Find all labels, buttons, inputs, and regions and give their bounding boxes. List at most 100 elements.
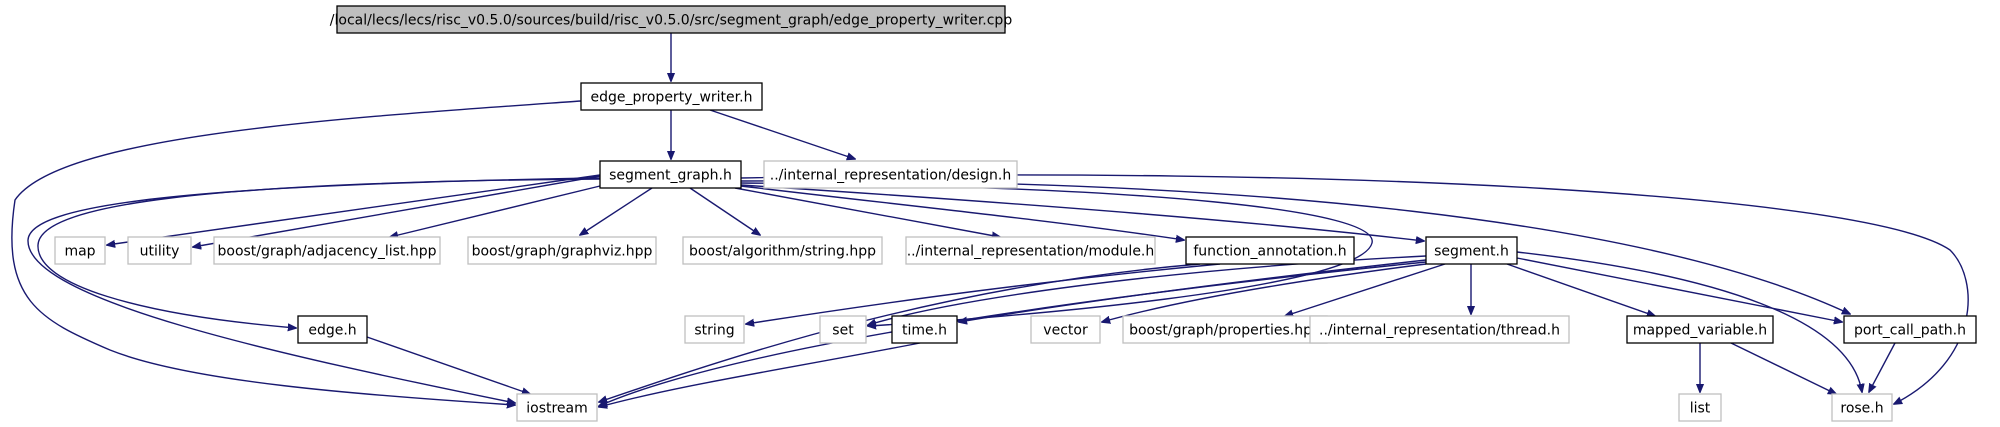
edge-segment-graph-h-to-rose-h bbox=[740, 174, 1969, 404]
node-box-module-h bbox=[905, 236, 1156, 265]
edge-segment-h-to-set bbox=[868, 255, 1427, 325]
node-design-h: ../internal_representation/design.h bbox=[763, 160, 1018, 189]
edge-segment-graph-h-to-graphviz-hpp bbox=[580, 187, 653, 235]
node-thread-h: ../internal_representation/thread.h bbox=[1309, 315, 1570, 344]
node-box-root bbox=[336, 5, 1006, 34]
node-edge-property-writer-h[interactable]: edge_property_writer.h bbox=[580, 82, 763, 111]
node-label-thread-h: ../internal_representation/thread.h bbox=[1319, 323, 1560, 339]
node-vector: vector bbox=[1030, 315, 1101, 344]
node-label-map: map bbox=[64, 244, 95, 260]
node-box-adjacency-list-hpp bbox=[213, 236, 441, 265]
node-box-rose-h bbox=[1831, 393, 1893, 422]
edge-time-h-to-iostream bbox=[599, 342, 921, 407]
node-label-list: list bbox=[1690, 401, 1711, 417]
edge-function-annotation-h-to-string bbox=[746, 263, 1221, 324]
edge-segment-graph-h-to-function-annotation-h bbox=[740, 185, 1184, 240]
node-label-function-annotation-h: function_annotation.h bbox=[1193, 244, 1346, 260]
node-label-edge-property-writer-h: edge_property_writer.h bbox=[591, 90, 753, 106]
node-edge-h[interactable]: edge.h bbox=[297, 315, 368, 344]
edge-segment-h-to-iostream bbox=[599, 261, 1427, 406]
node-function-annotation-h[interactable]: function_annotation.h bbox=[1185, 236, 1355, 265]
node-label-set: set bbox=[832, 323, 854, 339]
node-label-module-h: ../internal_representation/module.h bbox=[907, 244, 1155, 260]
node-label-edge-h: edge.h bbox=[308, 323, 356, 339]
node-box-string-hpp bbox=[682, 236, 883, 265]
edge-segment-h-to-mapped-variable-h bbox=[1506, 263, 1655, 316]
node-rose-h: rose.h bbox=[1831, 393, 1893, 422]
node-time-h[interactable]: time.h bbox=[891, 315, 958, 344]
node-box-list bbox=[1678, 393, 1722, 422]
node-label-adjacency-list-hpp: boost/graph/adjacency_list.hpp bbox=[218, 244, 437, 260]
node-root: /local/lecs/lecs/risc_v0.5.0/sources/bui… bbox=[330, 5, 1013, 34]
node-label-graphviz-hpp: boost/graph/graphviz.hpp bbox=[472, 244, 653, 260]
edge-segment-graph-h-to-adjacency-list-hpp bbox=[390, 185, 601, 237]
edge-segment-graph-h-to-utility bbox=[193, 175, 601, 247]
node-box-string bbox=[684, 315, 745, 344]
edge-port-call-path-h-to-rose-h bbox=[1869, 342, 1896, 392]
edge-segment-h-to-port-call-path-h bbox=[1516, 257, 1842, 322]
node-map: map bbox=[54, 236, 106, 265]
edge-segment-graph-h-to-set bbox=[740, 182, 1373, 326]
node-label-iostream: iostream bbox=[526, 401, 588, 417]
edge-mapped-variable-h-to-rose-h bbox=[1730, 342, 1836, 394]
edge-edge-property-writer-h-to-design-h bbox=[709, 109, 855, 159]
node-set: set bbox=[819, 315, 867, 344]
edges-layer bbox=[11, 33, 1969, 407]
node-list: list bbox=[1678, 393, 1722, 422]
node-label-mapped-variable-h: mapped_variable.h bbox=[1633, 323, 1767, 339]
node-box-iostream bbox=[516, 393, 598, 422]
edge-edge-h-to-iostream bbox=[366, 336, 530, 394]
node-string: string bbox=[684, 315, 745, 344]
node-label-string: string bbox=[694, 323, 734, 339]
edge-segment-h-to-vector bbox=[1102, 263, 1427, 322]
node-mapped-variable-h[interactable]: mapped_variable.h bbox=[1626, 315, 1774, 344]
edge-segment-h-to-rose-h bbox=[1516, 251, 1862, 392]
node-graphviz-hpp: boost/graph/graphviz.hpp bbox=[467, 236, 657, 265]
node-box-map bbox=[54, 236, 106, 265]
node-box-graphviz-hpp bbox=[467, 236, 657, 265]
edge-segment-graph-h-to-module-h bbox=[734, 187, 1000, 237]
edge-segment-h-to-properties-hpp bbox=[1285, 263, 1446, 316]
node-box-edge-property-writer-h bbox=[580, 82, 763, 111]
node-box-design-h bbox=[763, 160, 1018, 189]
node-module-h: ../internal_representation/module.h bbox=[905, 236, 1156, 265]
node-segment-h[interactable]: segment.h bbox=[1425, 236, 1518, 265]
node-box-segment-graph-h bbox=[599, 160, 742, 189]
node-box-mapped-variable-h bbox=[1626, 315, 1774, 344]
node-label-utility: utility bbox=[140, 244, 180, 260]
node-segment-graph-h[interactable]: segment_graph.h bbox=[599, 160, 742, 189]
node-label-vector: vector bbox=[1043, 323, 1088, 339]
node-utility: utility bbox=[127, 236, 192, 265]
node-port-call-path-h[interactable]: port_call_path.h bbox=[1843, 315, 1977, 344]
edge-segment-graph-h-to-segment-h bbox=[740, 184, 1424, 241]
node-iostream: iostream bbox=[516, 393, 598, 422]
node-box-function-annotation-h bbox=[1185, 236, 1355, 265]
node-string-hpp: boost/algorithm/string.hpp bbox=[682, 236, 883, 265]
node-properties-hpp: boost/graph/properties.hpp bbox=[1122, 315, 1328, 344]
node-box-thread-h bbox=[1309, 315, 1570, 344]
node-box-segment-h bbox=[1425, 236, 1518, 265]
node-box-set bbox=[819, 315, 867, 344]
node-label-segment-graph-h: segment_graph.h bbox=[609, 168, 732, 184]
node-box-edge-h bbox=[297, 315, 368, 344]
edge-edge-property-writer-h-to-iostream bbox=[11, 100, 582, 405]
edge-segment-graph-h-to-iostream bbox=[27, 177, 601, 403]
node-label-root: /local/lecs/lecs/risc_v0.5.0/sources/bui… bbox=[330, 13, 1013, 29]
node-label-properties-hpp: boost/graph/properties.hpp bbox=[1129, 323, 1321, 339]
nodes-layer: /local/lecs/lecs/risc_v0.5.0/sources/bui… bbox=[54, 5, 1977, 422]
node-label-design-h: ../internal_representation/design.h bbox=[770, 168, 1012, 184]
node-box-utility bbox=[127, 236, 192, 265]
node-box-time-h bbox=[891, 315, 958, 344]
node-label-rose-h: rose.h bbox=[1840, 401, 1883, 417]
node-box-properties-hpp bbox=[1122, 315, 1328, 344]
node-box-port-call-path-h bbox=[1843, 315, 1977, 344]
edge-segment-graph-h-to-map bbox=[107, 174, 601, 245]
node-label-segment-h: segment.h bbox=[1434, 244, 1509, 260]
node-box-vector bbox=[1030, 315, 1101, 344]
node-label-port-call-path-h: port_call_path.h bbox=[1854, 323, 1966, 339]
node-adjacency-list-hpp: boost/graph/adjacency_list.hpp bbox=[213, 236, 441, 265]
node-label-string-hpp: boost/algorithm/string.hpp bbox=[689, 244, 876, 260]
edge-segment-graph-h-to-string-hpp bbox=[689, 187, 760, 235]
node-label-time-h: time.h bbox=[902, 323, 947, 339]
